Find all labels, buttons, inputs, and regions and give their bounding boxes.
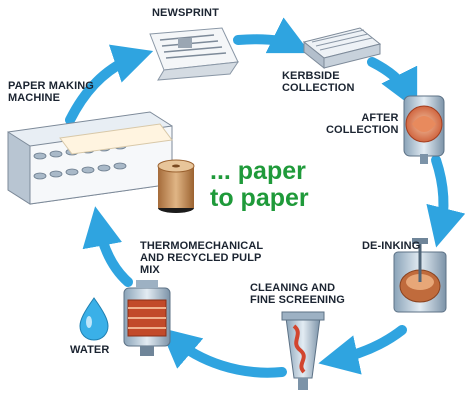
- pulper-tank-illustration: [403, 95, 445, 164]
- label-after-collection: AFTER COLLECTION: [326, 112, 399, 136]
- label-water: WATER: [70, 344, 109, 356]
- label-kerbside-line-2: COLLECTION: [282, 82, 355, 94]
- label-cleaning-line-2: FINE SCREENING: [250, 294, 345, 306]
- arrow-newsprint-to-kerbside: [233, 17, 311, 54]
- arrow-kerbside-to-after: [367, 57, 418, 111]
- arrow-machine-to-newsprint: [65, 44, 154, 125]
- label-paper-making-machine: PAPER MAKING MACHINE: [8, 80, 94, 104]
- label-thermo-line-2: AND RECYCLED PULP: [140, 252, 262, 264]
- label-cleaning-screening: CLEANING AND FINE SCREENING: [250, 282, 345, 306]
- label-cleaning-line-1: CLEANING AND: [250, 282, 336, 294]
- label-water-text: WATER: [70, 344, 110, 356]
- center-line-1: ... paper: [210, 157, 306, 185]
- label-de-inking: DE-INKING: [362, 240, 420, 252]
- label-thermo-line-1: THERMOMECHANICAL: [140, 240, 264, 252]
- label-thermomechanical: THERMOMECHANICAL AND RECYCLED PULP MIX: [140, 240, 263, 276]
- arrow-thermo-to-machine: [82, 206, 133, 287]
- label-after-line-1: AFTER: [361, 112, 399, 124]
- center-caption: ... paper to paper: [210, 158, 309, 212]
- label-newsprint: NEWSPRINT: [152, 7, 219, 19]
- label-kerbside-line-1: KERBSIDE: [282, 70, 340, 82]
- center-line-2: to paper: [210, 184, 309, 212]
- newsprint-illustration: [149, 27, 240, 81]
- label-after-line-2: COLLECTION: [326, 124, 399, 136]
- label-de-inking-text: DE-INKING: [362, 240, 421, 252]
- kerbside-stack-illustration: [302, 27, 382, 70]
- label-newsprint-text: NEWSPRINT: [152, 7, 219, 19]
- pulp-mixer-illustration: [123, 280, 171, 356]
- arrow-deinking-to-cleaning: [318, 325, 407, 375]
- label-machine-line-1: PAPER MAKING: [8, 80, 94, 92]
- cleaning-unit-illustration: [281, 311, 325, 390]
- de-inking-vessel-illustration: [393, 238, 447, 313]
- arrow-after-to-deinking: [426, 155, 466, 248]
- water-drop-icon: [79, 297, 109, 341]
- label-machine-line-2: MACHINE: [8, 92, 61, 104]
- label-thermo-line-3: MIX: [140, 264, 160, 276]
- label-kerbside-collection: KERBSIDE COLLECTION: [282, 70, 355, 94]
- paper-roll-illustration: [157, 159, 195, 213]
- cycle-arrows: [65, 17, 466, 378]
- arrow-cleaning-to-thermo: [159, 327, 287, 378]
- paper-machine-illustration: [7, 111, 173, 205]
